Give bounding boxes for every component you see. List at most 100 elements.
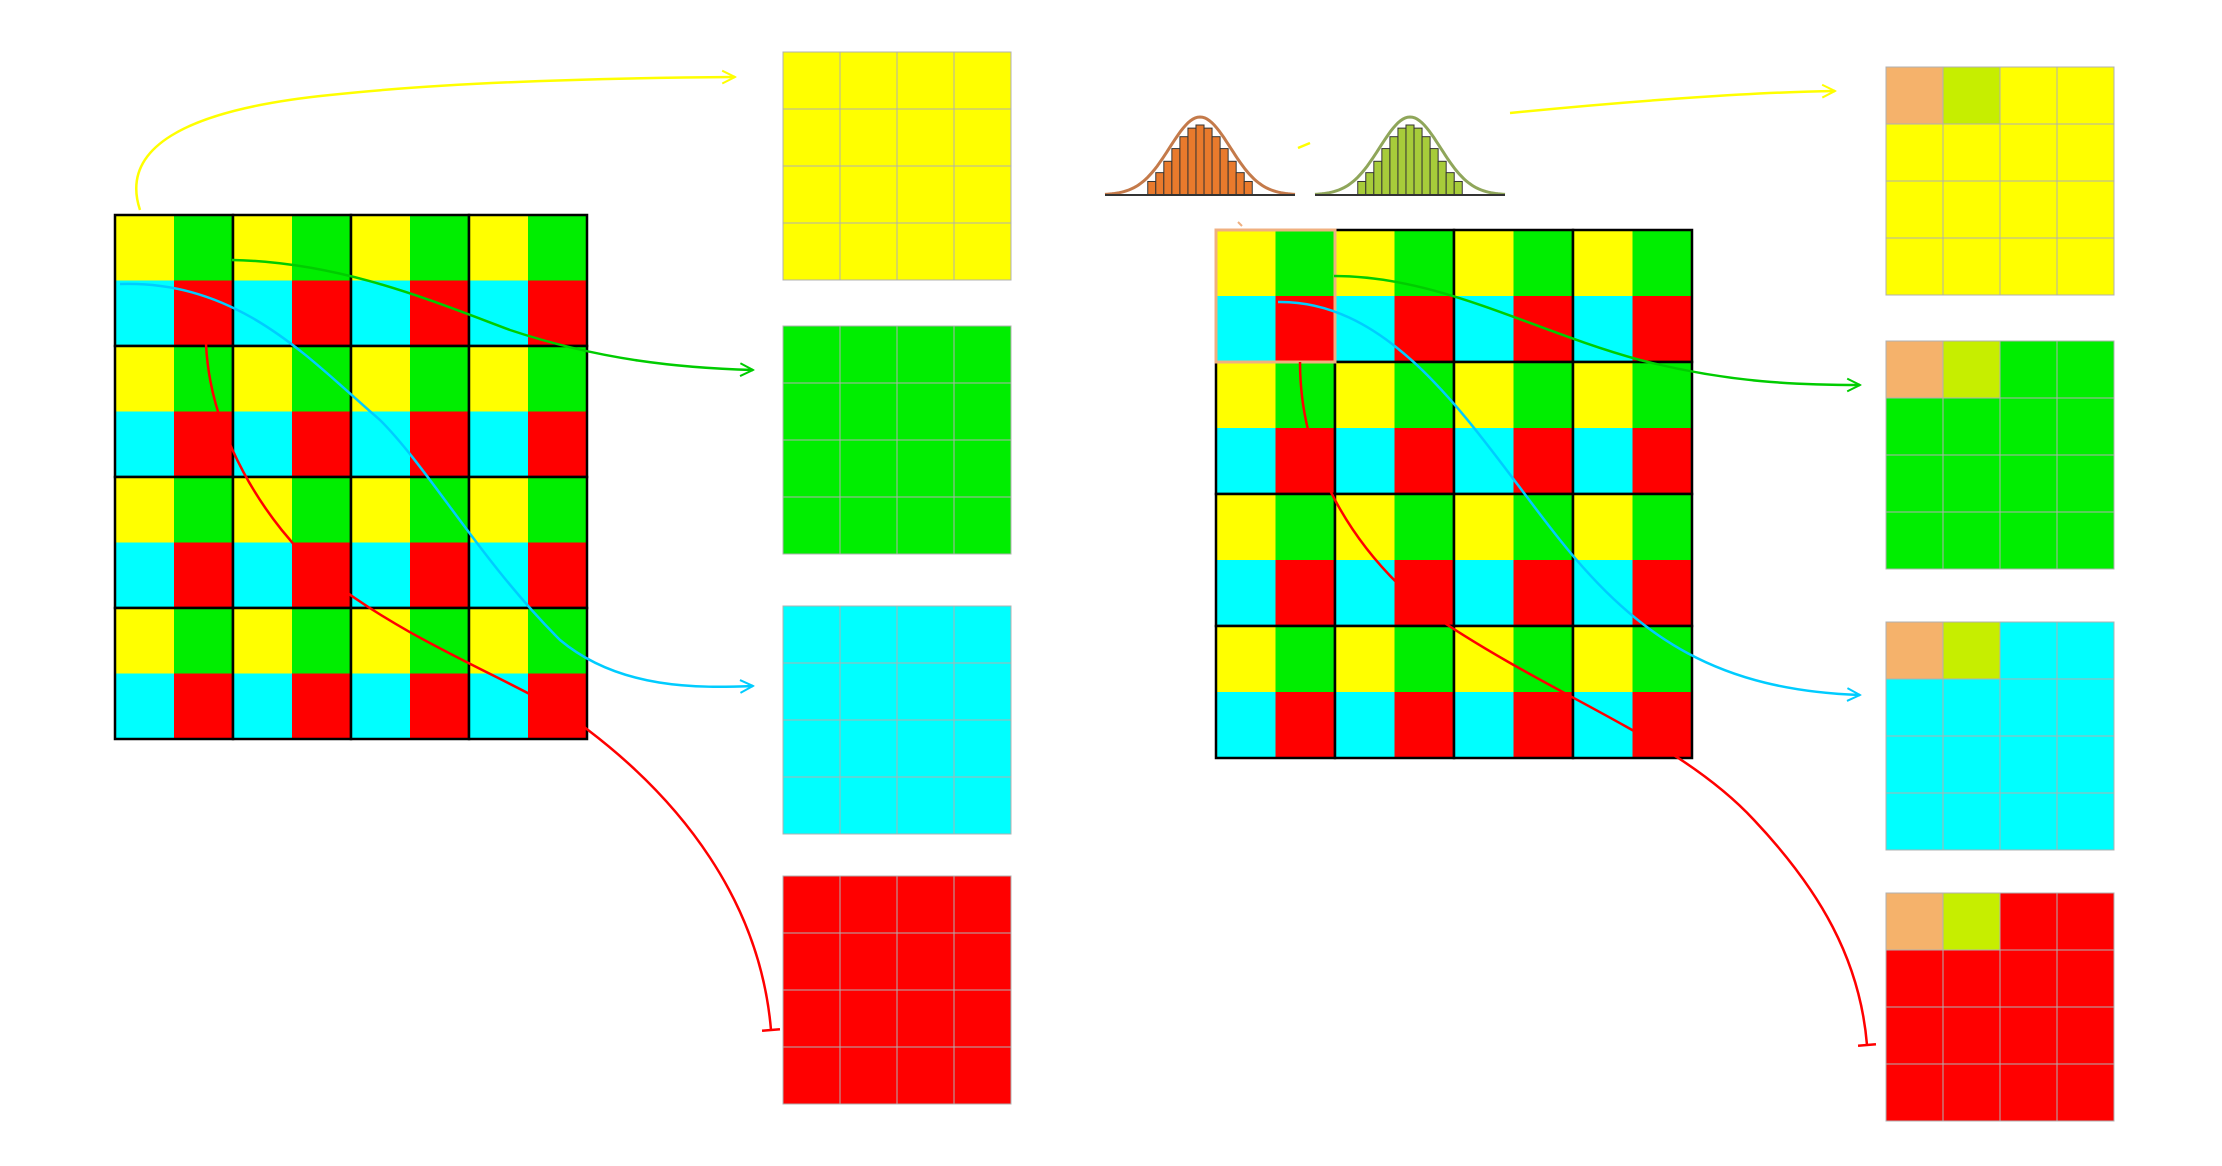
cyan-channel-cell <box>1999 621 2058 680</box>
mosaic-cell <box>528 477 587 543</box>
green-channel-cell <box>839 496 898 555</box>
cyan-channel-cell <box>1942 735 2001 794</box>
yellow-channel-cell <box>839 51 898 110</box>
mosaic-cell <box>1275 428 1335 494</box>
histogram-curve <box>1104 115 1296 196</box>
mosaic-cell <box>174 215 233 281</box>
red-channel-cell <box>953 989 1012 1048</box>
mosaic-cell <box>292 280 351 346</box>
mosaic-cell <box>115 346 174 412</box>
right-channel-grids <box>1885 66 2115 1122</box>
mosaic-cell <box>1454 560 1514 626</box>
cyan-channel-cell <box>839 605 898 664</box>
right-raw-mosaic <box>1214 228 1694 760</box>
mosaic-cell <box>351 608 410 674</box>
cyan-channel-cell <box>896 776 955 835</box>
histogram-bar <box>1243 180 1253 196</box>
mosaic-cell <box>1335 494 1395 560</box>
mosaic-cell <box>292 673 351 739</box>
green-channel-cell <box>896 496 955 555</box>
mosaic-cell <box>469 280 528 346</box>
green-channel-cell <box>953 439 1012 498</box>
green-channel-cell <box>1885 511 1944 570</box>
histogram-bar <box>1235 172 1245 196</box>
histogram-bar <box>1389 136 1399 196</box>
red-channel-cell <box>1885 1006 1944 1065</box>
mosaic-cell <box>1573 560 1633 626</box>
yellow-channel-cell <box>2056 66 2115 125</box>
arrow-red-icon <box>1298 361 1877 1047</box>
mosaic-cell <box>233 608 292 674</box>
histogram-bar <box>1397 127 1407 196</box>
mosaic-cell <box>1573 230 1633 296</box>
green-channel-cell <box>1999 340 2058 399</box>
mosaic-cell <box>115 215 174 281</box>
red-channel-cell <box>896 875 955 934</box>
mosaic-cell <box>469 346 528 412</box>
yellow-channel-cell <box>839 165 898 224</box>
mosaic-cell <box>410 346 469 412</box>
histogram-bar <box>1445 172 1455 196</box>
mosaic-cell <box>1216 428 1276 494</box>
mosaic-cell <box>410 673 469 739</box>
mosaic-cell <box>1573 626 1633 692</box>
cyan-channel-cell <box>953 662 1012 721</box>
green-channel-cell <box>2056 511 2115 570</box>
mosaic-cell <box>1335 362 1395 428</box>
mosaic-cell <box>1632 362 1692 428</box>
yellow-channel-cell <box>1999 180 2058 239</box>
yellow-channel-cell <box>953 165 1012 224</box>
tick-mark <box>1297 141 1311 150</box>
cyan-channel-cell <box>1999 678 2058 737</box>
green-channel-cell <box>1885 397 1944 456</box>
green-channel-cell <box>839 325 898 384</box>
mosaic-cell <box>292 608 351 674</box>
mosaic-cell <box>528 608 587 674</box>
yellow-channel-cell <box>2056 237 2115 296</box>
histogram-bar <box>1219 148 1229 196</box>
red-channel-cell <box>2056 892 2115 951</box>
histogram-bar <box>1211 136 1221 196</box>
mosaic-cell <box>1394 494 1454 560</box>
histogram-bar <box>1373 160 1383 196</box>
mosaic-cell <box>1394 626 1454 692</box>
mosaic-cell <box>469 608 528 674</box>
cyan-channel-cell <box>896 719 955 778</box>
histogram-bar <box>1171 148 1181 196</box>
mosaic-block-border <box>467 606 589 741</box>
mosaic-cell <box>1632 428 1692 494</box>
mosaic-block-border <box>1571 624 1694 760</box>
green-channel-cell <box>953 496 1012 555</box>
mosaic-cell <box>1394 560 1454 626</box>
cyan-channel-cell <box>1885 621 1944 680</box>
cyan-channel-cell <box>839 776 898 835</box>
mosaic-cell <box>1216 560 1276 626</box>
mosaic-cell <box>1632 494 1692 560</box>
red-channel-cell <box>782 1046 841 1105</box>
red-channel-cell <box>953 875 1012 934</box>
cyan-channel-cell <box>953 776 1012 835</box>
cyan-channel-cell <box>2056 678 2115 737</box>
mosaic-cell <box>1632 230 1692 296</box>
left-channel-arrows <box>119 77 781 1033</box>
mosaic-cell <box>1454 692 1514 758</box>
mosaic-cell <box>1454 494 1514 560</box>
mosaic-cell <box>528 411 587 477</box>
red-channel-cell <box>896 1046 955 1105</box>
mosaic-cell <box>174 673 233 739</box>
arrow-cyan-icon <box>1277 300 1860 695</box>
left-raw-mosaic <box>113 213 589 741</box>
yellow-channel-cell <box>782 108 841 167</box>
mosaic-cell <box>115 673 174 739</box>
arrow-red-icon <box>204 343 781 1033</box>
red-channel-cell <box>1885 949 1944 1008</box>
mosaic-cell <box>292 411 351 477</box>
red-channel-cell <box>839 989 898 1048</box>
cyan-channel-cell <box>782 776 841 835</box>
mosaic-cell <box>410 215 469 281</box>
yellow-channel-cell <box>782 165 841 224</box>
yellow-channel-cell <box>1999 66 2058 125</box>
cyan-channel-cell <box>2056 792 2115 851</box>
histogram-bar <box>1453 180 1463 196</box>
yellow-channel-cell <box>953 51 1012 110</box>
